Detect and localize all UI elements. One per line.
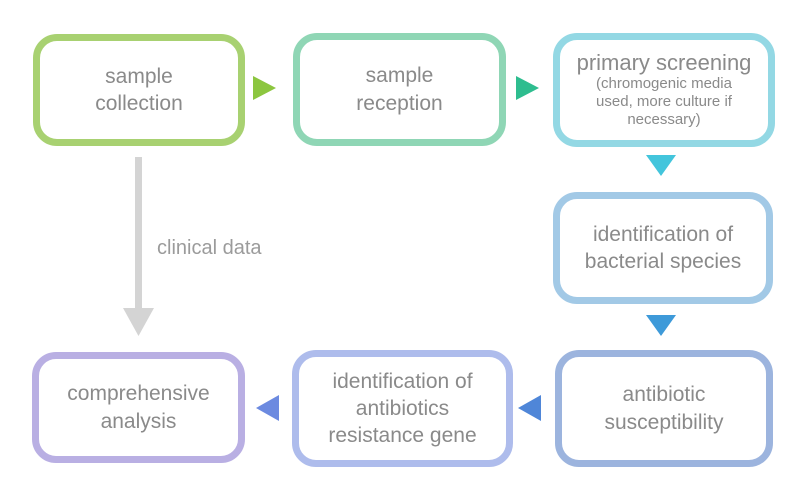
flow-arrow-left-icon bbox=[256, 395, 279, 421]
node-sublabel: (chromogenic media used, more culture if… bbox=[596, 75, 732, 129]
node-primary-screening: primary screening (chromogenic media use… bbox=[553, 33, 775, 147]
flow-arrow-right-icon bbox=[253, 76, 276, 100]
node-identification-bacterial-species: identification of bacterial species bbox=[553, 192, 773, 304]
flow-arrow-right-icon bbox=[516, 76, 539, 100]
node-label: identification of antibiotics resistance… bbox=[328, 369, 477, 448]
clinical-data-arrowhead-icon bbox=[123, 308, 154, 336]
node-label: primary screening bbox=[576, 49, 752, 75]
node-label: antibiotic susceptibility bbox=[604, 383, 724, 434]
node-comprehensive-analysis: comprehensive analysis bbox=[32, 352, 245, 463]
node-label: identification of bacterial species bbox=[584, 222, 742, 273]
node-identification-antibiotics-resistance-gene: identification of antibiotics resistance… bbox=[292, 350, 513, 467]
node-sample-reception: sample reception bbox=[293, 33, 506, 146]
flow-arrow-left-icon bbox=[518, 395, 541, 421]
flow-arrow-down-icon bbox=[646, 315, 676, 336]
node-sample-collection: sample collection bbox=[33, 34, 245, 146]
flow-arrow-down-icon bbox=[646, 155, 676, 176]
node-label: comprehensive analysis bbox=[67, 382, 210, 433]
clinical-data-connector-line bbox=[135, 157, 142, 309]
node-label: sample reception bbox=[356, 64, 443, 115]
node-antibiotic-susceptibility: antibiotic susceptibility bbox=[555, 350, 773, 467]
node-label: sample collection bbox=[95, 64, 183, 115]
clinical-data-label: clinical data bbox=[157, 237, 262, 259]
